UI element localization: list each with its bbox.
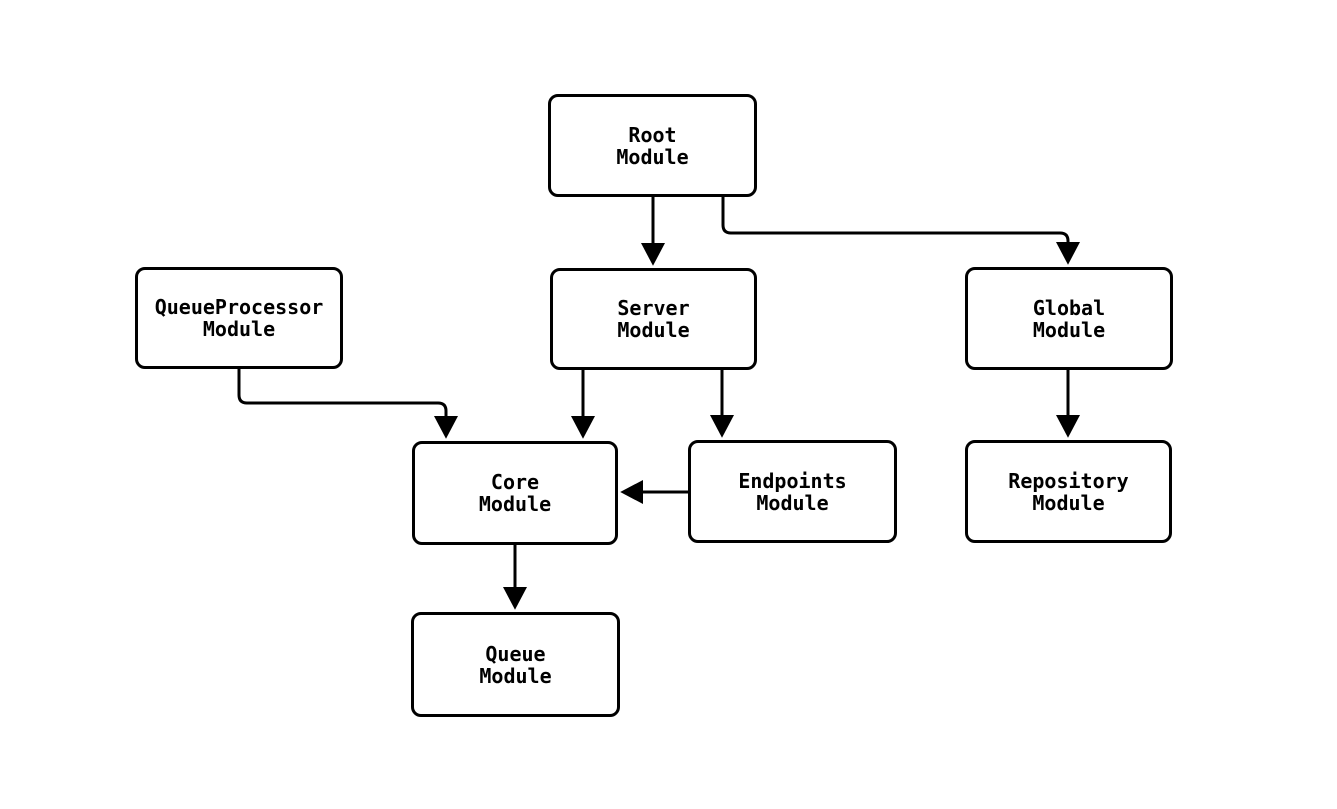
node-label: Queue Module (479, 641, 552, 688)
node-global-module: Global Module (965, 267, 1173, 370)
node-repository-module: Repository Module (965, 440, 1172, 543)
node-label: Core Module (478, 470, 552, 516)
node-endpoints-module: Endpoints Module (688, 440, 897, 543)
node-label: Repository Module (1008, 468, 1129, 515)
node-label: Root Module (616, 122, 689, 169)
edge-root-to-global (721, 195, 1080, 265)
node-label: Server Module (617, 296, 690, 342)
node-core-module: Core Module (412, 441, 618, 545)
node-server-module: Server Module (550, 268, 757, 370)
node-label: Global Module (1032, 295, 1106, 342)
edges-group (237, 195, 1080, 610)
node-label: QueueProcessor Module (154, 295, 324, 341)
node-label: Endpoints Module (738, 468, 847, 515)
node-queue-module: Queue Module (411, 612, 620, 717)
node-queueprocessor-module: QueueProcessor Module (135, 267, 343, 369)
node-root-module: Root Module (548, 94, 757, 197)
edge-queueprocessor-to-core (237, 367, 458, 439)
